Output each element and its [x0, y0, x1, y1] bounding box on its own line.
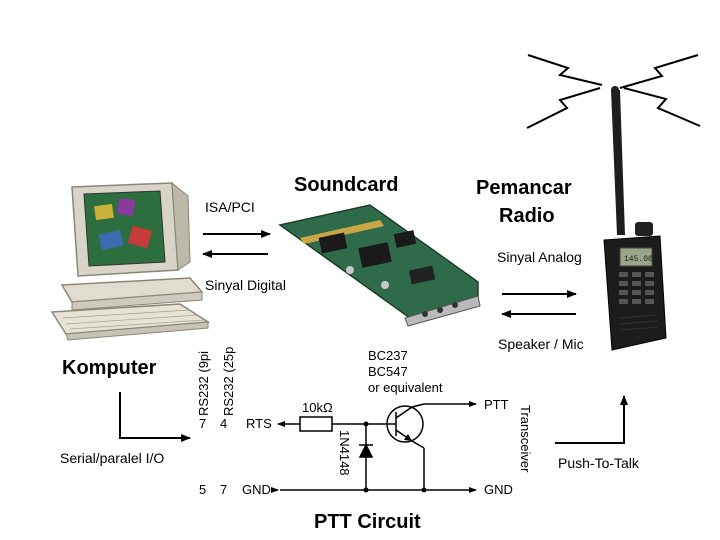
pin-rts-25: 4 [220, 416, 227, 431]
emitter-arrow-icon [404, 434, 412, 441]
serial-io-arrow [119, 392, 191, 442]
transceiver-label: Transceiver [518, 405, 533, 473]
gnd-left-label: GND [242, 482, 271, 497]
isa-pci-label: ISA/PCI [205, 199, 255, 215]
computer-label: Komputer [62, 357, 157, 379]
pin-gnd-9: 5 [199, 482, 206, 497]
transmitter-label-line2: Radio [499, 205, 555, 227]
soundcard-icon [278, 204, 481, 327]
resistor-label: 10kΩ [302, 400, 333, 415]
schematic-junctions [363, 421, 427, 493]
push-to-talk-label: Push-To-Talk [558, 455, 640, 471]
digital-signal-label: Sinyal Digital [205, 277, 286, 293]
rs232-25pin-label: RS232 (25p [221, 347, 236, 416]
schematic-wires [271, 401, 477, 493]
ptt-label: PTT [484, 397, 509, 412]
transistor-label-2: BC547 [368, 364, 408, 379]
ptt-circuit-label: PTT Circuit [314, 511, 421, 533]
radio-wave-icon [526, 54, 701, 129]
serial-parallel-label: Serial/paralel I/O [60, 450, 164, 466]
speaker-mic-label: Speaker / Mic [498, 336, 584, 352]
gnd-right-label: GND [484, 482, 513, 497]
transmitter-label-line1: Pemancar [476, 177, 572, 199]
rts-label: RTS [246, 416, 272, 431]
pin-gnd-25: 7 [220, 482, 227, 497]
transistor-label-3: or equivalent [368, 380, 443, 395]
soundcard-label: Soundcard [294, 174, 398, 196]
radio-transceiver-icon: 145.00 [603, 86, 667, 351]
svg-text:145.00: 145.00 [624, 255, 653, 264]
push-to-talk-arrow [555, 395, 628, 444]
analog-signal-label: Sinyal Analog [497, 249, 582, 265]
diode-label: 1N4148 [337, 430, 352, 476]
computer-icon [50, 181, 211, 341]
rs232-9pin-label: RS232 (9pi [196, 351, 211, 416]
transistor-label-1: BC237 [368, 348, 408, 363]
ptt-schematic: RS232 (9pi RS232 (25p 7 4 5 7 RTS GND GN… [196, 347, 533, 497]
pin-rts-9: 7 [199, 416, 206, 431]
